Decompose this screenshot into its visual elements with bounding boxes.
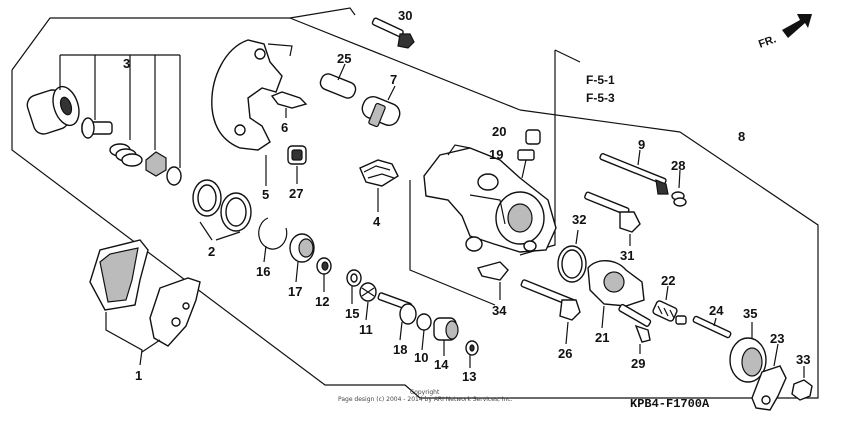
front-arrow-icon xyxy=(782,14,812,38)
callout-30: 30 xyxy=(398,8,412,23)
callout-2: 2 xyxy=(208,244,215,259)
circlip xyxy=(258,217,288,263)
callout-13: 13 xyxy=(462,369,476,384)
reference-f-5-1[interactable]: F-5-1 xyxy=(586,73,615,87)
lever-housing xyxy=(587,260,645,329)
bracket-bolt xyxy=(371,17,415,49)
callout-21: 21 xyxy=(595,330,609,345)
small-spring xyxy=(671,169,687,207)
pad-retainer-clip xyxy=(270,91,308,118)
nut xyxy=(791,366,813,401)
small-seal xyxy=(316,257,332,292)
callout-17: 17 xyxy=(288,284,302,299)
pad-spring xyxy=(359,159,399,212)
callout-8: 8 xyxy=(738,129,745,144)
callout-34: 34 xyxy=(492,303,507,318)
bleeder-valve xyxy=(517,129,541,179)
callout-3: 3 xyxy=(123,56,130,71)
callout-31: 31 xyxy=(620,248,634,263)
adjuster-spring-set xyxy=(618,285,732,354)
adjuster-bolt xyxy=(377,292,417,341)
callout-26: 26 xyxy=(558,346,572,361)
callout-9: 9 xyxy=(638,137,645,152)
callout-5: 5 xyxy=(262,187,269,202)
callout-24: 24 xyxy=(709,303,724,318)
callout-28: 28 xyxy=(671,158,685,173)
sleeve-boot xyxy=(319,63,401,128)
adjuster-cap xyxy=(289,233,315,283)
brake-pads xyxy=(89,239,201,366)
callout-14: 14 xyxy=(434,357,449,372)
callout-27: 27 xyxy=(289,186,303,201)
caliper-body xyxy=(423,144,557,253)
callout-7: 7 xyxy=(390,72,397,87)
hose-clip xyxy=(476,261,509,300)
callout-33: 33 xyxy=(796,352,810,367)
reference-f-5-3[interactable]: F-5-3 xyxy=(586,91,615,105)
callout-10: 10 xyxy=(414,350,428,365)
callout-18: 18 xyxy=(393,342,407,357)
washers xyxy=(346,269,377,321)
callout-11: 11 xyxy=(359,322,373,337)
assembly-outline xyxy=(11,7,819,399)
copyright-line-2: Page design (c) 2004 - 2014 by ARI Netwo… xyxy=(338,396,513,403)
callout-12: 12 xyxy=(315,294,329,309)
callout-22: 22 xyxy=(661,273,675,288)
callout-23: 23 xyxy=(770,331,784,346)
caliper-bolts xyxy=(584,149,669,246)
dust-cover xyxy=(729,322,767,383)
copyright-line-1: Copyright xyxy=(410,389,440,396)
front-indicator: FR. xyxy=(757,33,778,50)
pin-boot xyxy=(287,145,307,184)
callout-35: 35 xyxy=(743,306,757,321)
o-ring xyxy=(557,229,587,283)
callout-6: 6 xyxy=(281,120,288,135)
caliper-bracket xyxy=(211,39,293,186)
callout-labels: 1 2 3 4 5 6 7 8 9 10 11 12 13 14 15 16 1… xyxy=(123,8,810,411)
callout-19: 19 xyxy=(489,147,503,162)
adjuster-parts xyxy=(416,313,479,368)
callout-29: 29 xyxy=(631,356,645,371)
piston-assembly xyxy=(26,54,182,186)
long-bolt xyxy=(520,279,581,345)
diagram-code: KPB4-F1700A xyxy=(630,397,710,411)
callout-25: 25 xyxy=(337,51,351,66)
spring xyxy=(109,143,143,167)
callout-15: 15 xyxy=(345,306,359,321)
parking-arm xyxy=(751,343,787,411)
callout-1: 1 xyxy=(135,368,142,383)
callout-16: 16 xyxy=(256,264,270,279)
callout-4: 4 xyxy=(373,214,381,229)
piston-seals xyxy=(192,179,252,241)
callout-32: 32 xyxy=(572,212,586,227)
callout-20: 20 xyxy=(492,124,506,139)
